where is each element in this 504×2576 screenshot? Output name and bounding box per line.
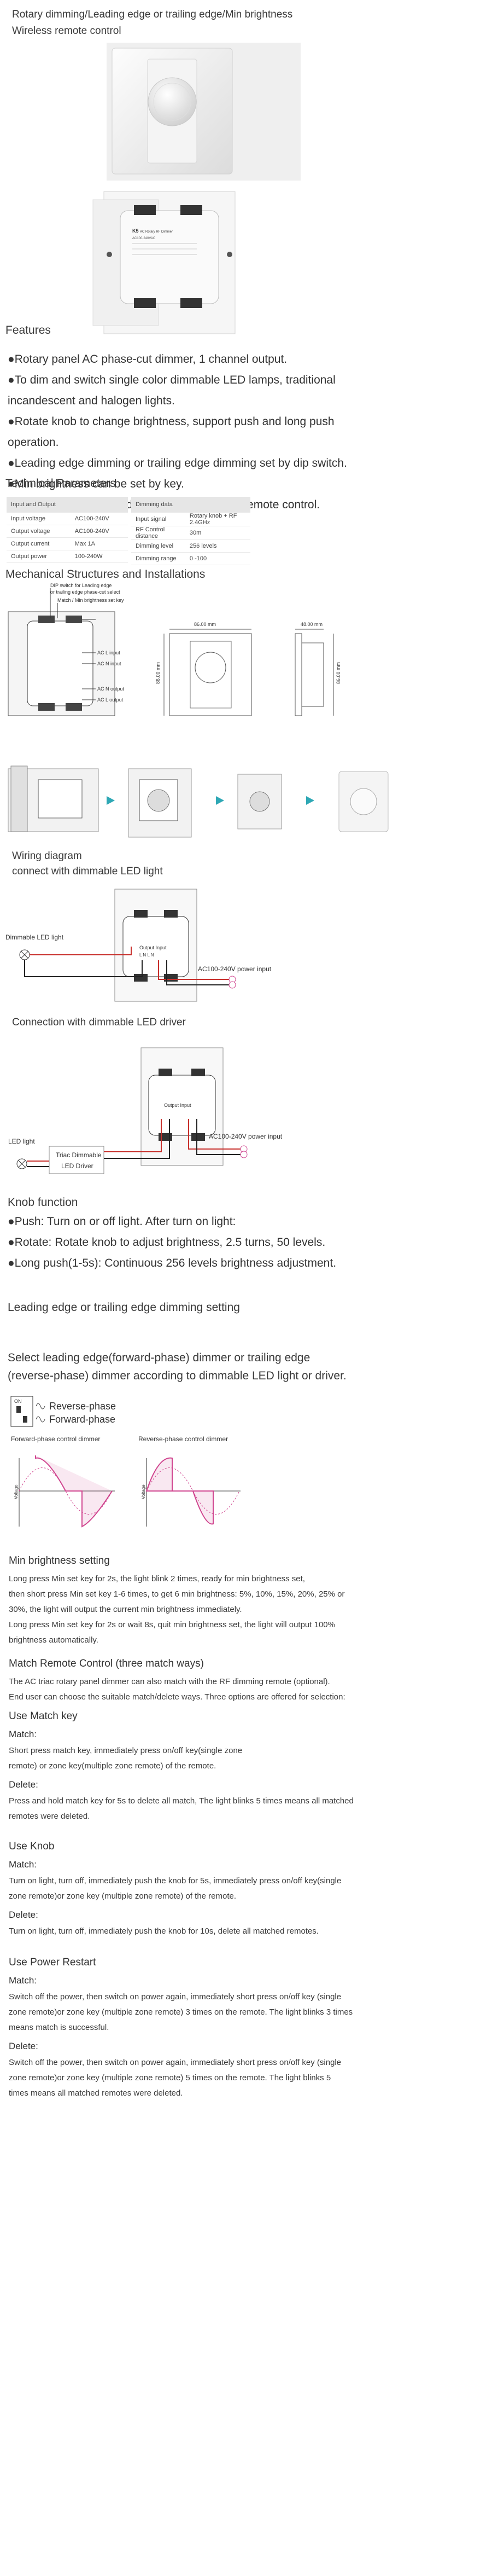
ac-l-input-label: AC L input <box>97 650 120 655</box>
wiring-power-label: AC100-240V power input <box>198 965 272 973</box>
chart-forward-title: Forward-phase control dimmer <box>11 1435 100 1443</box>
edge-heading: Leading edge or trailing edge dimming se… <box>8 1301 240 1314</box>
section-title: Use Knob <box>9 1841 55 1852</box>
installation-steps <box>5 763 497 845</box>
forward-phase-label: Forward-phase <box>49 1414 115 1425</box>
remote-section-power-restart: Use Power Restart Match: Switch off the … <box>9 1953 495 2101</box>
dimmer-front-illustration <box>112 48 233 175</box>
product-back-photo: K5 AC Rotary RF Dimmer AC100-240VAC <box>87 189 282 336</box>
remote-section-match-key: Use Match key Match: Short press match k… <box>9 1707 495 1824</box>
header-subtitle: Wireless remote control <box>12 25 121 37</box>
mech-heading: Mechanical Structures and Installations <box>5 568 206 581</box>
min-brightness-text: Long press Min set key for 2s, the light… <box>9 1574 345 1645</box>
dip-label-1: DIP switch for Leading edge <box>50 583 112 588</box>
knob-heading: Knob function <box>8 1196 78 1209</box>
dip-switch-legend: ON Reverse-phase Forward-phase <box>10 1395 130 1428</box>
wiring-heading-2: connect with dimmable LED light <box>12 866 163 877</box>
features-heading: Features <box>5 324 51 336</box>
back-model: K5 <box>132 228 139 234</box>
driver-box-line2: LED Driver <box>61 1162 93 1170</box>
section-title: Use Power Restart <box>9 1957 96 1968</box>
reverse-phase-label: Reverse-phase <box>49 1401 116 1412</box>
wiring-pins: L N L N <box>139 953 154 958</box>
match-key-label: Match / Min brightness set key <box>57 597 124 603</box>
tech-right-header: Dimming data <box>131 497 250 513</box>
feature-item: operation. <box>8 436 59 449</box>
dim-side-height-label: 86.00 mm <box>336 662 341 684</box>
ac-n-output-label: AC N output <box>97 686 125 692</box>
driver-heading: Connection with dimmable LED driver <box>12 1017 186 1028</box>
feature-item: ●Leading edge dimming or trailing edge d… <box>8 457 347 469</box>
product-front-photo <box>107 43 301 181</box>
knob-item: ●Rotate: Rotate knob to adjust brightnes… <box>8 1236 326 1249</box>
feature-item: ●Min brightness can be set by key. <box>8 478 184 490</box>
min-brightness-heading: Min brightness setting <box>9 1555 110 1567</box>
feature-item: ●Rotate knob to change brightness, suppo… <box>8 415 335 428</box>
knob-list: ●Push: Turn on or off light. After turn … <box>8 1211 500 1274</box>
dim-depth-label: 48.00 mm <box>301 622 323 627</box>
remote-heading: Match Remote Control (three match ways) <box>9 1658 204 1669</box>
wiring-diagram-driver: Output Input Triac Dimmable LED Driver L… <box>0 1031 504 1185</box>
wiring-led-label: Dimmable LED light <box>5 933 64 941</box>
wiring-heading-1: Wiring diagram <box>12 850 82 862</box>
driver-power-label: AC100-240V power input <box>209 1133 283 1140</box>
dip-on-label: ON <box>14 1399 22 1404</box>
ac-n-input-label: AC N input <box>97 661 121 666</box>
feature-item: ●To dim and switch single color dimmable… <box>8 374 336 386</box>
dip-label-2: or trailing edge phase-cut select <box>50 589 120 595</box>
remote-intro: The AC triac rotary panel dimmer can als… <box>9 1677 345 1702</box>
chart-reverse-ylabel: Voltage <box>141 1484 146 1499</box>
driver-led-label: LED light <box>8 1138 35 1145</box>
driver-box-line1: Triac Dimmable <box>56 1151 102 1159</box>
phase-charts: Forward-phase control dimmer Reverse-pha… <box>5 1434 268 1538</box>
back-title: AC Rotary RF Dimmer <box>140 230 173 234</box>
ac-l-output-label: AC L output <box>97 697 124 703</box>
edge-desc-2: (reverse-phase) dimmer according to dimm… <box>8 1370 347 1382</box>
feature-item: ●Rotary panel AC phase-cut dimmer, 1 cha… <box>8 353 288 365</box>
chart-reverse-title: Reverse-phase control dimmer <box>138 1435 228 1443</box>
tech-left-header: Input and Output <box>7 497 128 513</box>
wiring-diagram-led: Output Input L N L N Dimmable LED light … <box>0 884 504 1009</box>
edge-desc-1: Select leading edge(forward-phase) dimme… <box>8 1351 310 1364</box>
chart-forward-ylabel: Voltage <box>14 1484 19 1499</box>
knob-item: ●Push: Turn on or off light. After turn … <box>8 1215 236 1228</box>
driver-block-label: Output Input <box>164 1103 191 1108</box>
features-list: ●Rotary panel AC phase-cut dimmer, 1 cha… <box>8 349 500 515</box>
dim-width-label: 86.00 mm <box>194 622 216 627</box>
remote-section-knob: Use Knob Match: Turn on light, turn off,… <box>9 1837 495 1939</box>
back-sub: AC100-240VAC <box>132 237 156 240</box>
wiring-block-label: Output Input <box>139 945 167 950</box>
dim-height-label: 86.00 mm <box>155 662 161 684</box>
tech-heading: Technical Parameters <box>5 477 116 490</box>
feature-item: incandescent and halogen lights. <box>8 394 175 407</box>
header-title: Rotary dimming/Leading edge or trailing … <box>12 9 293 20</box>
knob-item: ●Long push(1-5s): Continuous 256 levels … <box>8 1257 337 1269</box>
section-title: Use Match key <box>9 1710 78 1722</box>
mech-diagram: DIP switch for Leading edge or trailing … <box>5 580 497 744</box>
